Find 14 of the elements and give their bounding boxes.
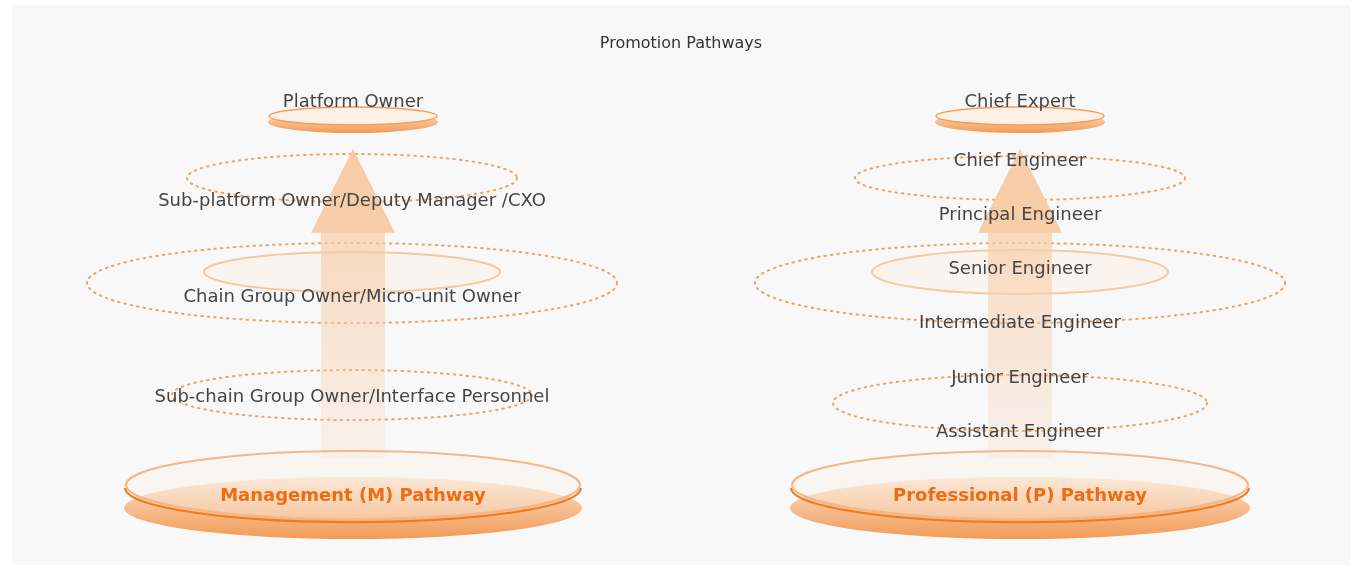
level-label: Chief Engineer: [953, 148, 1087, 170]
diagram-title: Promotion Pathways: [598, 33, 764, 52]
level-title: Platform Owner: [281, 89, 425, 113]
level-label: Assistant Engineer: [936, 419, 1104, 441]
level-label: Sub-chain Group Owner/Interface Personnel: [154, 384, 550, 406]
level-label: Senior Engineer: [948, 256, 1092, 278]
level-label: Intermediate Engineer: [919, 310, 1121, 332]
pathway-title: Management (M) Pathway: [219, 483, 487, 507]
level-label: Sub-platform Owner/Deputy Manager /CXO: [158, 188, 546, 210]
level-label: Junior Engineer: [951, 365, 1089, 387]
pathway-title: Professional (P) Pathway: [892, 483, 1148, 507]
level-label: Chain Group Owner/Micro-unit Owner: [183, 284, 521, 306]
level-label: Principal Engineer: [938, 202, 1102, 224]
level-title: Chief Expert: [963, 89, 1077, 113]
